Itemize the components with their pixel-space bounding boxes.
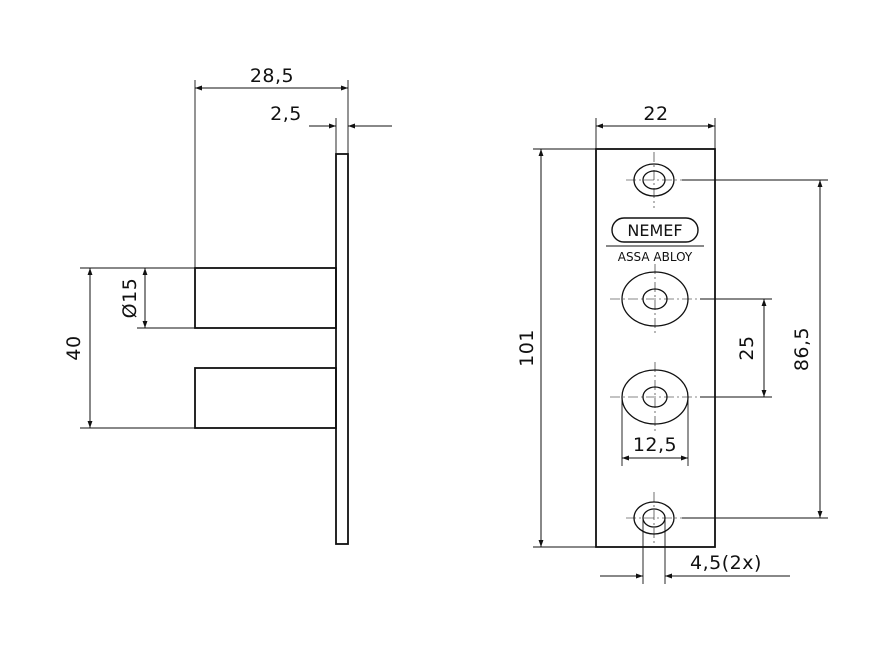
lower-center-hole: [610, 362, 700, 432]
top-mounting-hole: [626, 152, 682, 208]
dim-counterbore-diameter-label: 12,5: [633, 434, 677, 456]
dim-plate-thickness-label: 2,5: [270, 103, 302, 125]
dim-pin-spacing: 40: [63, 267, 195, 429]
bottom-mounting-hole: [626, 492, 682, 544]
dim-pin-spacing-label: 40: [63, 335, 85, 360]
front-view: NEMEF ASSA ABLOY: [516, 103, 828, 584]
dim-plate-width-label: 22: [643, 103, 668, 125]
upper-center-hole: [610, 264, 700, 334]
dim-overall-depth: 28,5: [194, 65, 349, 268]
dim-hole-diameter: 4,5(2x): [600, 518, 790, 584]
dim-plate-width: 22: [595, 103, 716, 149]
dim-plate-thickness: 2,5: [270, 103, 392, 154]
dim-center-hole-spacing-label: 25: [736, 335, 758, 360]
dim-center-hole-spacing: 25: [700, 298, 772, 398]
dim-pin-diameter-label: Ø15: [119, 278, 141, 319]
front-plate: [595, 148, 716, 548]
dim-mount-hole-spacing-label: 86,5: [791, 327, 813, 371]
side-lower-pin: [194, 367, 337, 429]
logo-oval: [611, 217, 699, 243]
dim-plate-height: 101: [516, 148, 596, 548]
dim-plate-height-label: 101: [516, 329, 538, 367]
nemef-logo: NEMEF ASSA ABLOY: [606, 217, 704, 264]
side-plate: [335, 153, 349, 545]
logo-group: ASSA ABLOY: [618, 250, 693, 264]
dim-mount-hole-spacing: 86,5: [682, 179, 828, 519]
dim-pin-diameter: Ø15: [119, 267, 195, 329]
dim-counterbore-diameter: 12,5: [621, 397, 689, 466]
logo-brand: NEMEF: [627, 221, 682, 240]
side-view: 28,5 2,5 Ø15 40: [63, 65, 392, 545]
dim-overall-depth-label: 28,5: [250, 65, 294, 87]
side-upper-pin: [194, 267, 337, 329]
dim-hole-diameter-label: 4,5(2x): [690, 552, 762, 574]
